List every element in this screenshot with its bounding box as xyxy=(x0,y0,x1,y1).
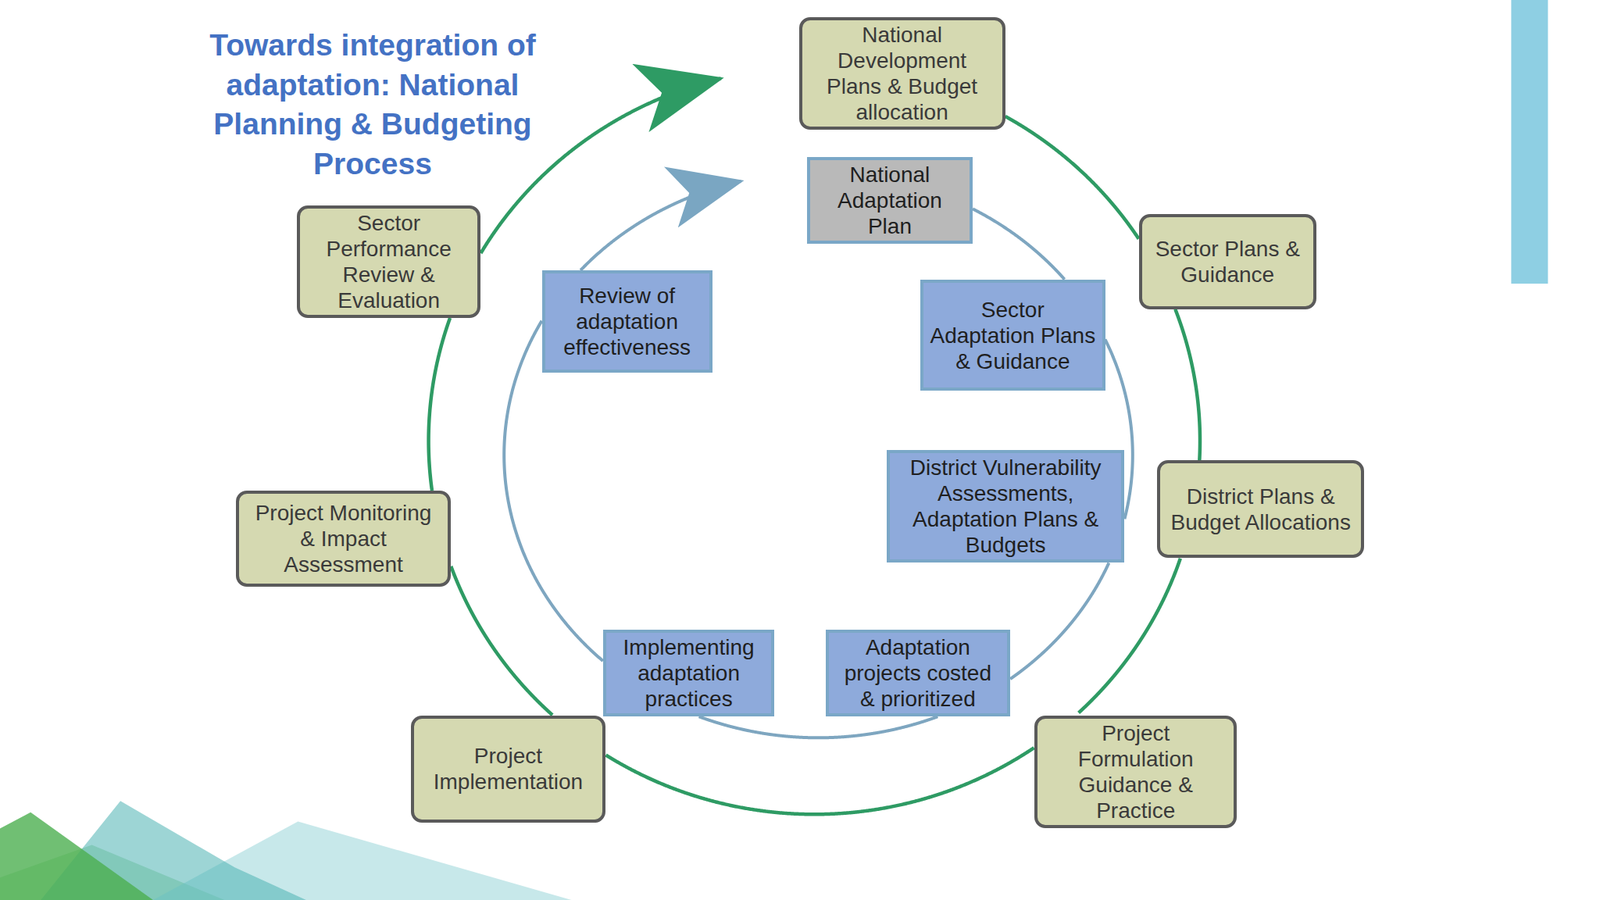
adaptation-box: Implementing adaptation practices xyxy=(603,629,775,717)
accent-bar xyxy=(1510,0,1548,284)
node-label: Implementing adaptation practices xyxy=(612,634,765,712)
diagram-title: Towards integration of adaptation: Natio… xyxy=(209,25,536,185)
process-box: Project Implementation xyxy=(410,715,605,823)
process-box: National Development Plans & Budget allo… xyxy=(799,17,1006,130)
cycle-arc xyxy=(699,716,939,738)
node-label: Sector Plans & Guidance xyxy=(1148,235,1308,288)
node-label: Adaptation projects costed & prioritized xyxy=(835,634,1001,712)
cycle-arc xyxy=(450,566,553,715)
cycle-arc xyxy=(428,317,450,491)
node-label: Sector Performance Review & Evaluation xyxy=(306,210,472,314)
mountain-shape xyxy=(0,812,154,900)
adaptation-box: Review of adaptation effectiveness xyxy=(542,270,713,373)
cycle-arc xyxy=(972,208,1065,279)
node-label: National Development Plans & Budget allo… xyxy=(808,21,997,125)
process-box: Sector Plans & Guidance xyxy=(1139,214,1317,309)
cycle-arc xyxy=(1078,558,1181,714)
node-label: Project Monitoring & Impact Assessment xyxy=(245,500,443,578)
adaptation-box: Adaptation projects costed & prioritized xyxy=(825,629,1011,717)
node-label: District Plans & Budget Allocations xyxy=(1166,483,1355,536)
process-box: Project Monitoring & Impact Assessment xyxy=(235,490,452,587)
process-box: District Plans & Budget Allocations xyxy=(1157,460,1365,558)
node-label: District Vulnerability Assessments, Adap… xyxy=(896,454,1115,558)
node-label: National Adaptation Plan xyxy=(816,161,964,240)
cycle-arc xyxy=(605,747,1034,815)
cycle-arc xyxy=(1010,562,1109,679)
cycle-arc xyxy=(1005,116,1140,240)
node-label: Project Formulation Guidance & Practice xyxy=(1043,720,1228,824)
cycle-arc xyxy=(1175,309,1200,461)
node-label: Review of adaptation effectiveness xyxy=(551,282,704,361)
process-box: Project Formulation Guidance & Practice xyxy=(1034,715,1237,829)
node-label: Project Implementation xyxy=(420,742,596,795)
adaptation-box: National Adaptation Plan xyxy=(807,157,973,244)
process-box: Sector Performance Review & Evaluation xyxy=(296,205,481,318)
cycle-arc xyxy=(580,181,741,271)
adaptation-box: Sector Adaptation Plans & Guidance xyxy=(920,279,1105,391)
node-label: Sector Adaptation Plans & Guidance xyxy=(929,296,1096,375)
cycle-arc xyxy=(480,78,721,254)
adaptation-box: District Vulnerability Assessments, Adap… xyxy=(886,450,1125,563)
